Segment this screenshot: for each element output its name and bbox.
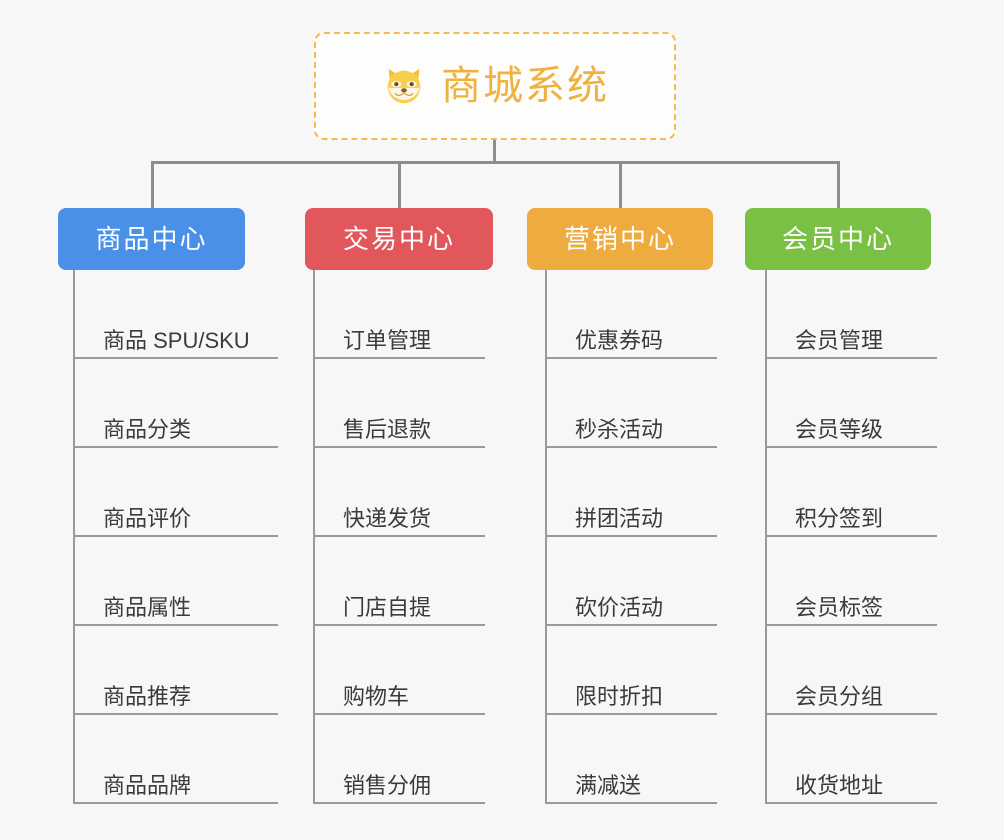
category-label: 会员中心 [781, 224, 894, 254]
leaf-column-trade-center: 订单管理售后退款快递发货门店自提购物车销售分佣 [313, 270, 485, 804]
leaf-item-label: 会员管理 [795, 327, 884, 353]
category-label: 商品中心 [95, 224, 208, 254]
category-label: 交易中心 [342, 224, 455, 254]
leaf-item[interactable]: 秒杀活动 [545, 359, 717, 448]
leaf-item-label: 商品推荐 [103, 683, 192, 709]
leaf-item[interactable]: 商品推荐 [73, 626, 278, 715]
leaf-trunk-line [765, 270, 767, 804]
leaf-item-label: 销售分佣 [343, 772, 432, 798]
leaf-item[interactable]: 门店自提 [313, 537, 485, 626]
leaf-item-label: 积分签到 [795, 505, 884, 531]
leaf-item-label: 购物车 [343, 683, 410, 709]
leaf-item-label: 秒杀活动 [575, 416, 664, 442]
root-title: 商城系统 [441, 64, 609, 108]
leaf-item[interactable]: 商品品牌 [73, 715, 278, 804]
leaf-item[interactable]: 会员管理 [765, 270, 937, 359]
leaf-item-label: 商品属性 [103, 594, 192, 620]
category-label: 营销中心 [563, 224, 676, 254]
leaf-item[interactable]: 会员等级 [765, 359, 937, 448]
leaf-trunk-line [545, 270, 547, 804]
drop-connector-member-center [837, 161, 840, 208]
leaf-item[interactable]: 砍价活动 [545, 537, 717, 626]
shiba-dog-face-icon [381, 63, 427, 109]
horizontal-bus-connector [151, 161, 838, 164]
leaf-item-label: 砍价活动 [575, 594, 664, 620]
drop-connector-trade-center [398, 161, 401, 208]
leaf-item[interactable]: 积分签到 [765, 448, 937, 537]
leaf-trunk-line [313, 270, 315, 804]
root-node[interactable]: 商城系统 [314, 32, 676, 140]
leaf-item-label: 商品 SPU/SKU [103, 327, 250, 353]
leaf-item[interactable]: 会员标签 [765, 537, 937, 626]
leaf-item-label: 满减送 [575, 772, 642, 798]
leaf-item[interactable]: 售后退款 [313, 359, 485, 448]
leaf-trunk-line [73, 270, 75, 804]
category-box-product-center[interactable]: 商品中心 [58, 208, 245, 270]
leaf-column-member-center: 会员管理会员等级积分签到会员标签会员分组收货地址 [765, 270, 937, 804]
leaf-item[interactable]: 会员分组 [765, 626, 937, 715]
leaf-item[interactable]: 拼团活动 [545, 448, 717, 537]
leaf-item[interactable]: 订单管理 [313, 270, 485, 359]
leaf-item-label: 售后退款 [343, 416, 432, 442]
leaf-item-label: 会员标签 [795, 594, 884, 620]
leaf-item[interactable]: 收货地址 [765, 715, 937, 804]
leaf-item-label: 限时折扣 [575, 683, 664, 709]
leaf-item[interactable]: 商品属性 [73, 537, 278, 626]
leaf-item[interactable]: 满减送 [545, 715, 717, 804]
leaf-item-label: 订单管理 [343, 327, 432, 353]
leaf-item[interactable]: 商品分类 [73, 359, 278, 448]
leaf-item-label: 优惠券码 [575, 327, 664, 353]
category-box-marketing-center[interactable]: 营销中心 [527, 208, 713, 270]
category-box-trade-center[interactable]: 交易中心 [305, 208, 493, 270]
leaf-item-label: 商品评价 [103, 505, 192, 531]
leaf-item[interactable]: 购物车 [313, 626, 485, 715]
category-box-member-center[interactable]: 会员中心 [745, 208, 931, 270]
leaf-item[interactable]: 商品 SPU/SKU [73, 270, 278, 359]
leaf-item-label: 收货地址 [795, 772, 884, 798]
root-stem-connector [493, 140, 496, 163]
leaf-item-label: 商品品牌 [103, 772, 192, 798]
leaf-item[interactable]: 销售分佣 [313, 715, 485, 804]
leaf-item[interactable]: 限时折扣 [545, 626, 717, 715]
leaf-item-label: 拼团活动 [575, 505, 664, 531]
leaf-item[interactable]: 优惠券码 [545, 270, 717, 359]
leaf-item[interactable]: 商品评价 [73, 448, 278, 537]
leaf-item-label: 会员等级 [795, 416, 884, 442]
drop-connector-marketing-center [619, 161, 622, 208]
leaf-item-label: 商品分类 [103, 416, 192, 442]
leaf-item[interactable]: 快递发货 [313, 448, 485, 537]
leaf-item-label: 门店自提 [343, 594, 432, 620]
leaf-column-product-center: 商品 SPU/SKU 商品分类商品评价商品属性商品推荐商品品牌 [73, 270, 278, 804]
leaf-column-marketing-center: 优惠券码秒杀活动拼团活动砍价活动限时折扣满减送 [545, 270, 717, 804]
drop-connector-product-center [150, 161, 154, 208]
leaf-item-label: 快递发货 [343, 505, 432, 531]
leaf-item-label: 会员分组 [795, 683, 884, 709]
